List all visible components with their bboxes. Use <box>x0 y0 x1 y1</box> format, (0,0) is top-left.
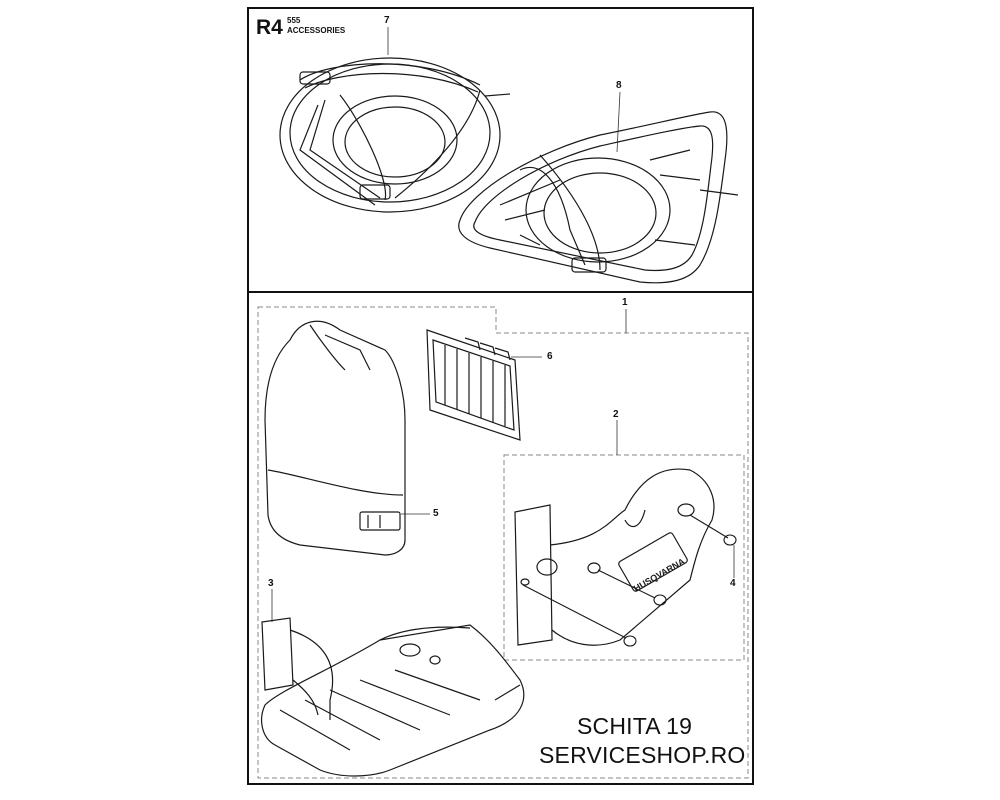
diagram-model: 555 <box>287 16 301 25</box>
part-6-filter <box>426 329 521 441</box>
callout-5: 5 <box>433 508 439 519</box>
callout-8: 8 <box>616 80 622 91</box>
diagram-code: R4 <box>256 16 283 39</box>
group-2-outline <box>503 454 745 661</box>
callout-2: 2 <box>613 409 619 420</box>
part-7-round-grille <box>279 57 511 213</box>
leader-lines <box>271 27 735 622</box>
callout-4: 4 <box>730 578 736 589</box>
group-1-outline <box>257 306 749 779</box>
lower-panel-frame <box>247 291 754 785</box>
callout-3: 3 <box>268 578 274 589</box>
part-2-side-panel <box>514 468 715 646</box>
callout-7: 7 <box>384 15 390 26</box>
diagram-section: ACCESSORIES <box>287 26 346 35</box>
part-3-air-intake <box>261 617 525 777</box>
watermark-line-1: SCHITA 19 <box>577 713 693 739</box>
callout-6: 6 <box>547 351 553 362</box>
part-4-screws <box>522 514 737 647</box>
part-8-triangle-grille <box>458 111 739 284</box>
watermark-line-2: SERVICESHOP.RO <box>539 742 746 768</box>
upper-panel-frame <box>247 7 754 293</box>
brand-label: HUSQVARNA <box>632 556 687 594</box>
callout-1: 1 <box>622 297 628 308</box>
part-5-cover <box>264 320 406 556</box>
